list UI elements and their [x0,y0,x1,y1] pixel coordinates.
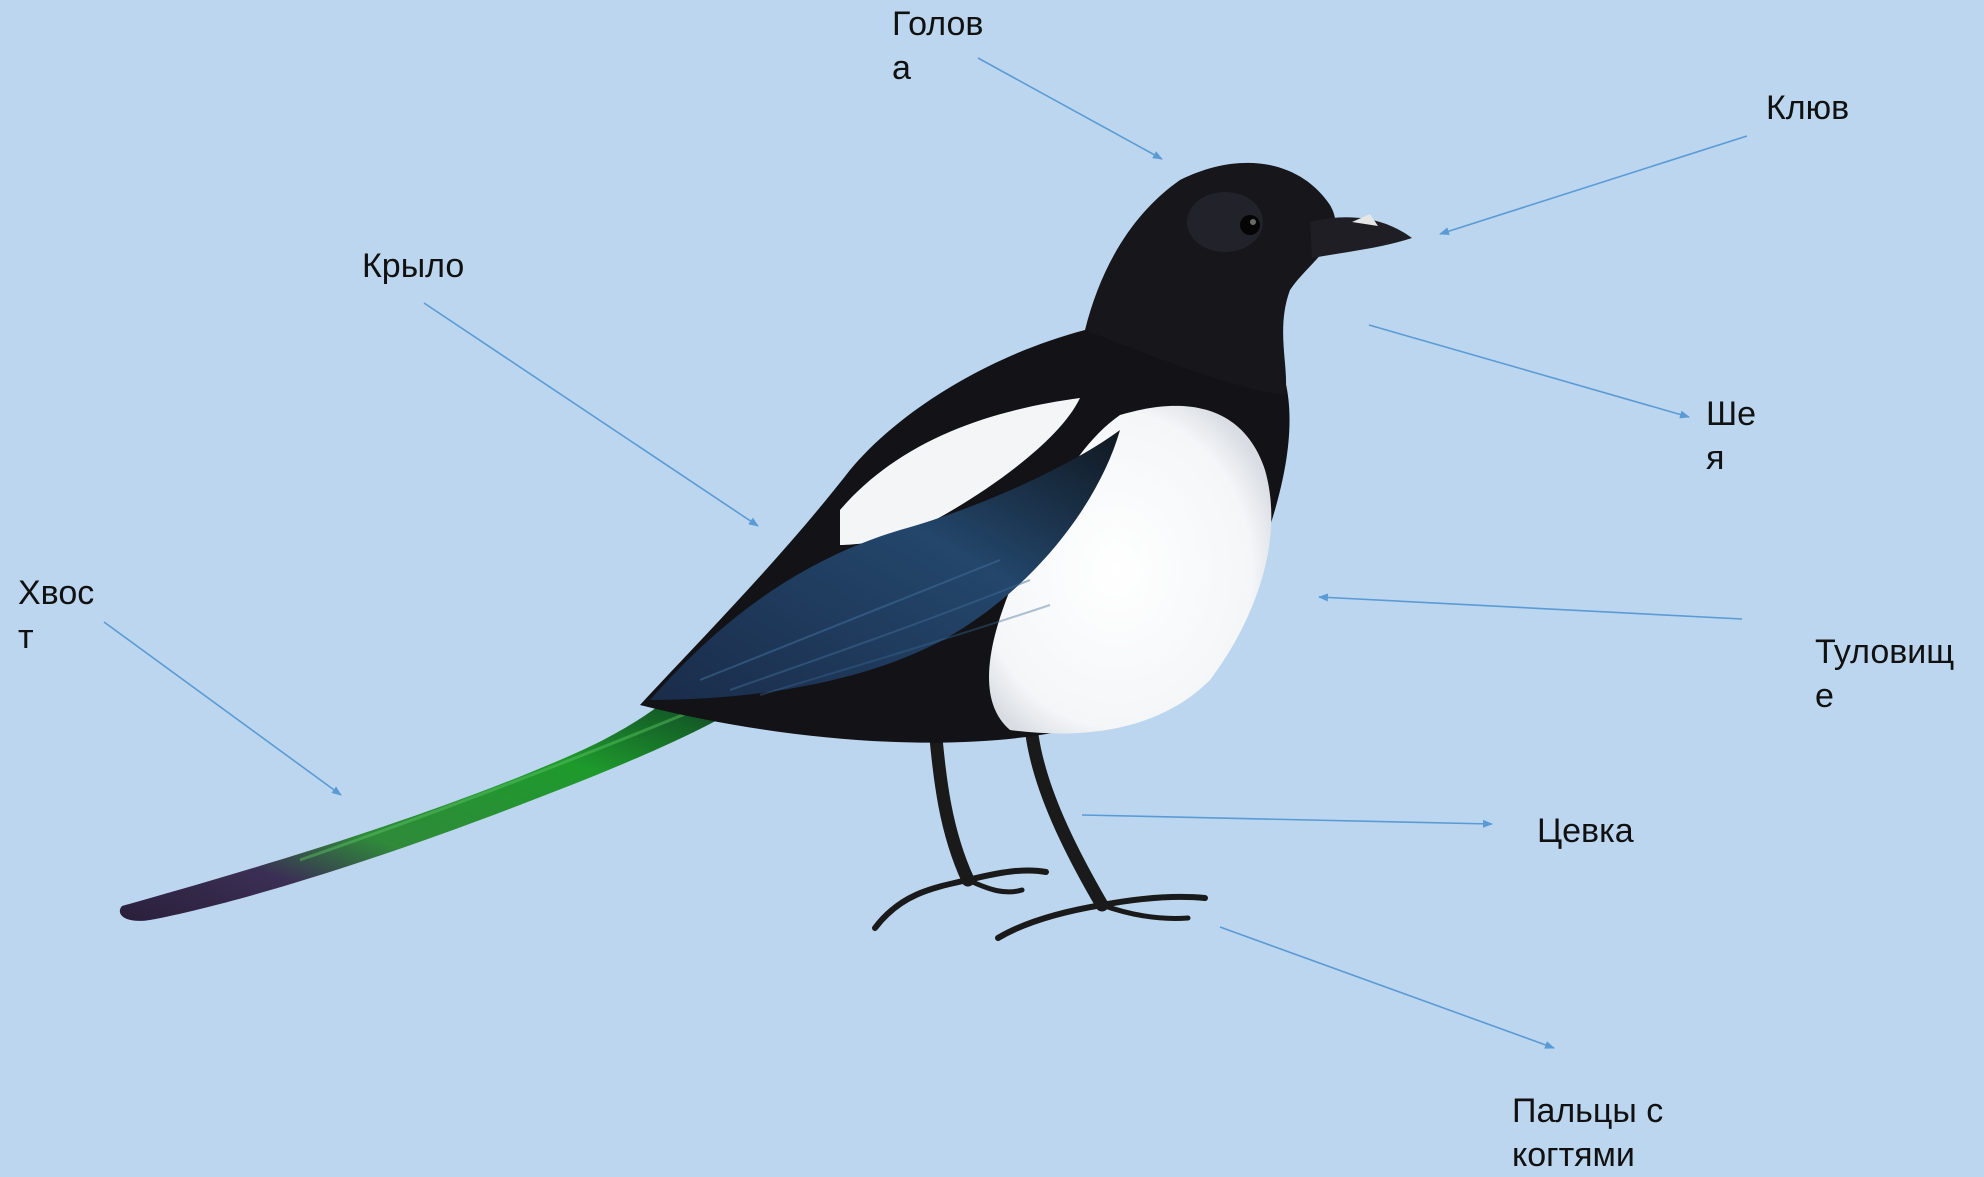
label-head: Голов а [892,2,984,90]
eye [1240,215,1260,235]
arrow-tarsus [1082,815,1492,824]
arrow-tail [104,622,341,795]
tail [120,695,760,921]
arrow-toes [1220,927,1554,1048]
arrow-wing [424,303,758,526]
label-neck: Ше я [1706,392,1756,480]
label-beak: Клюв [1766,86,1849,130]
body [640,316,1290,743]
arrow-body [1319,597,1742,619]
arrow-neck [1369,325,1689,417]
label-toes: Пальцы с когтями [1512,1089,1663,1177]
arrow-beak [1440,136,1747,234]
label-body: Туловищ е [1815,630,1954,718]
label-wing: Крыло [362,244,464,288]
label-tail: Хвос т [18,571,94,659]
legs [875,728,1205,938]
arrow-head [978,58,1162,159]
label-tarsus: Цевка [1537,809,1634,853]
